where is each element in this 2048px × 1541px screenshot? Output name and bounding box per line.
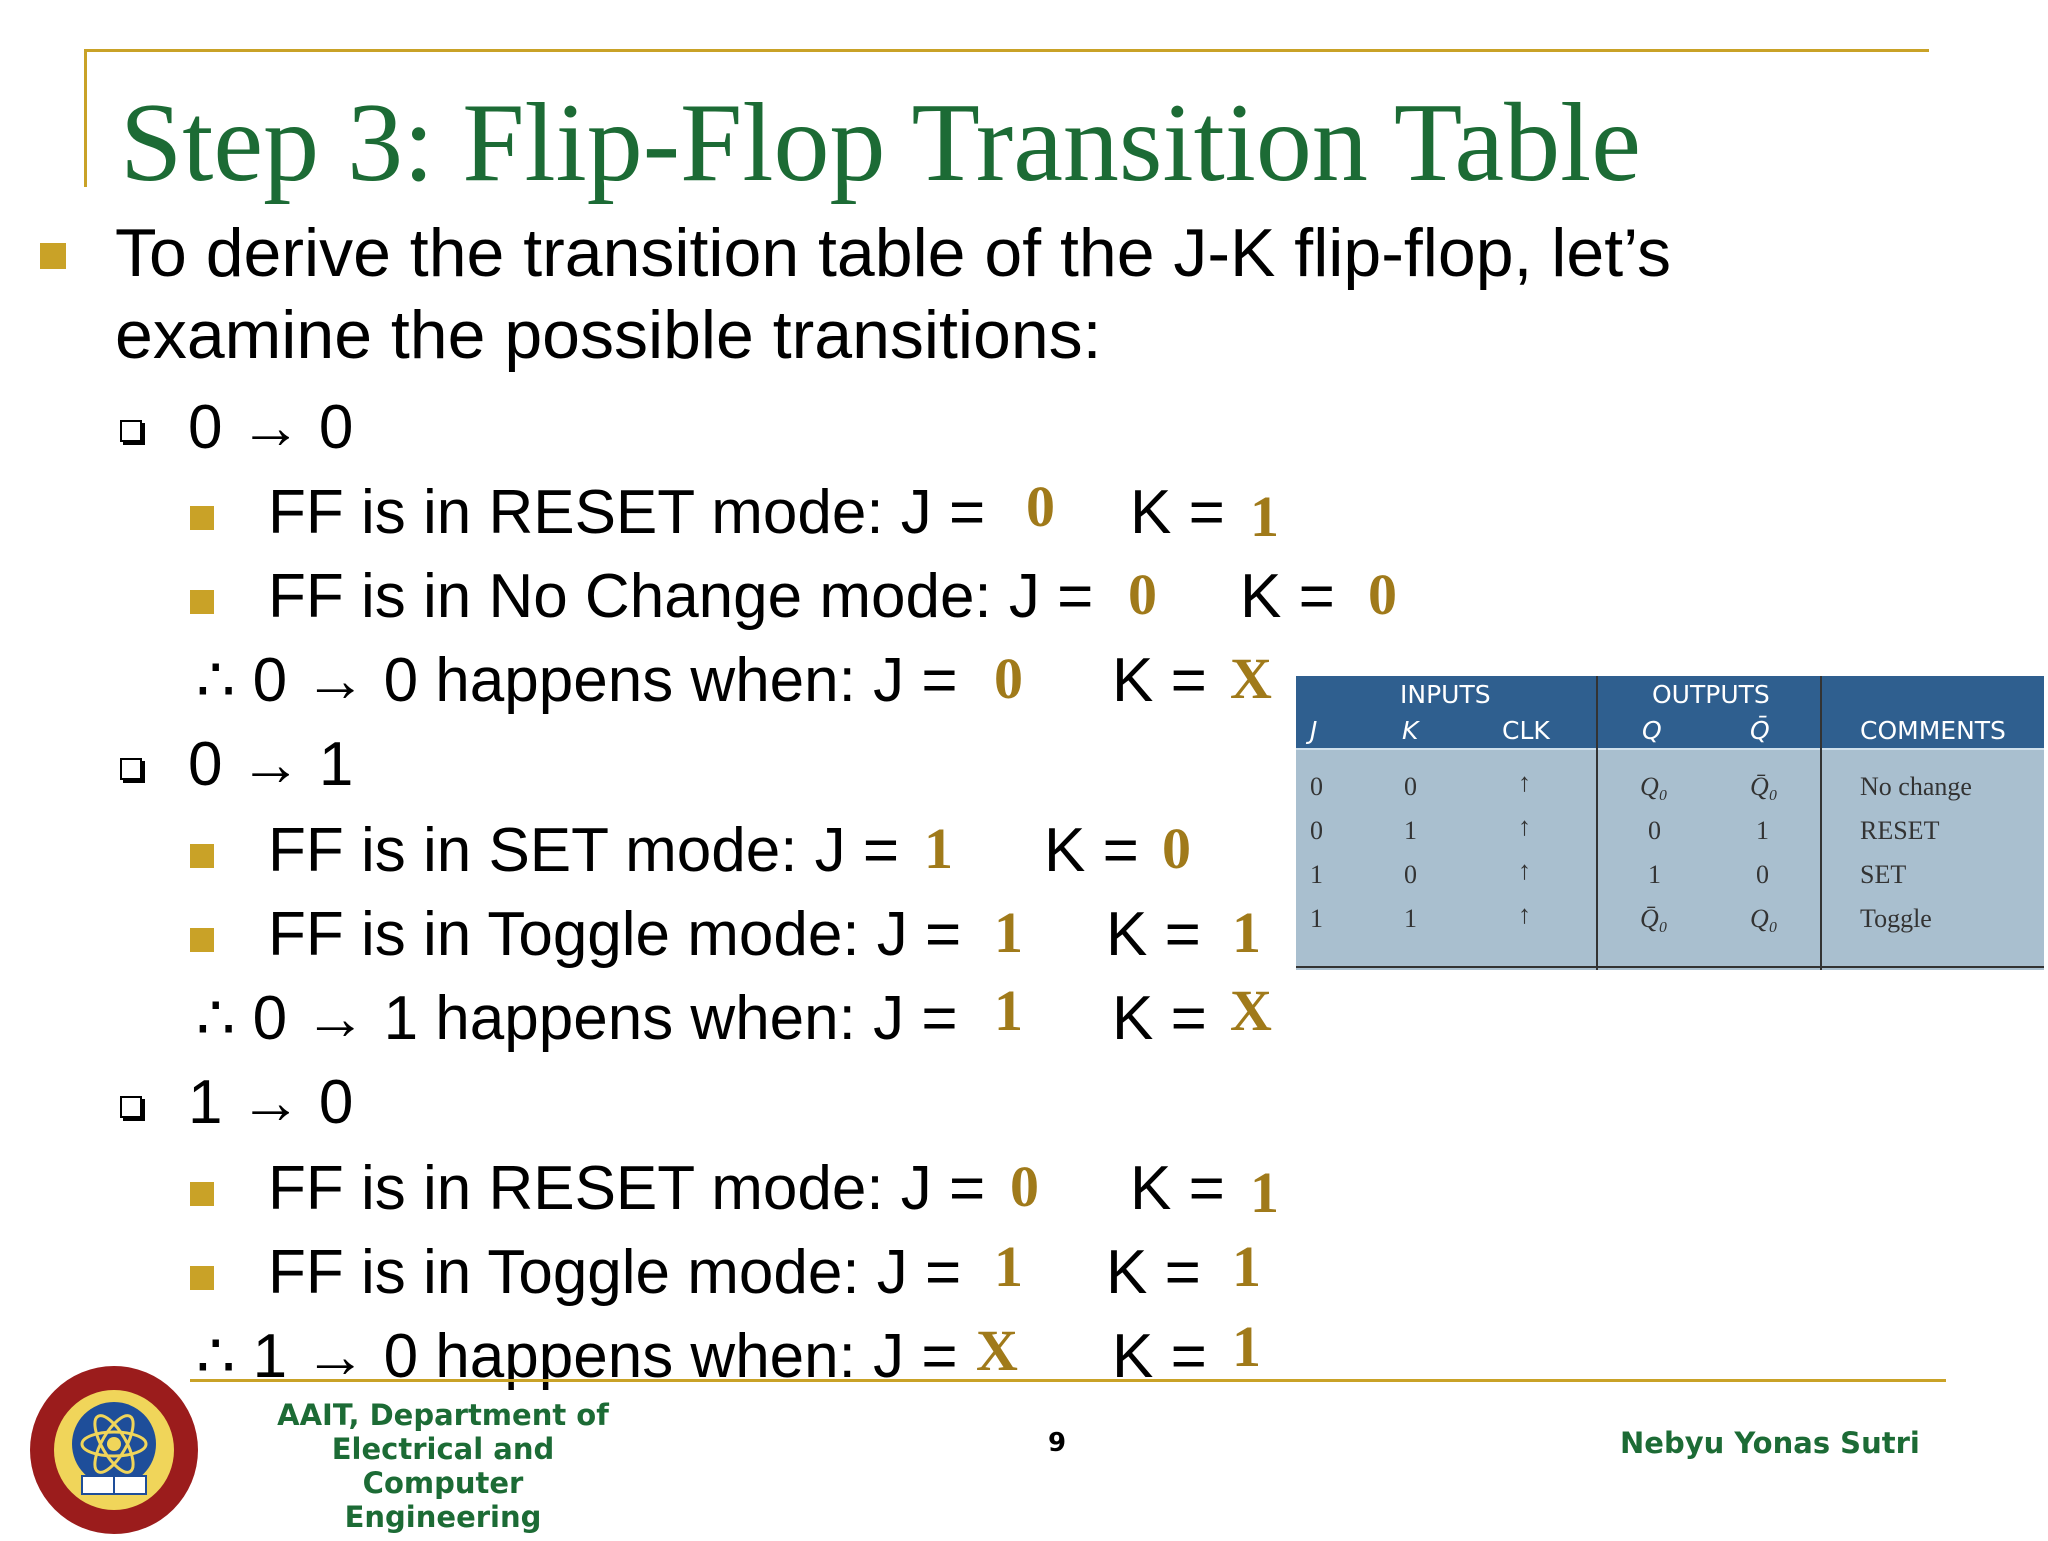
table-cell: Q̄₀ [1640,904,1668,933]
k-label: K = [1130,1154,1225,1223]
table-cell: No change [1860,772,1972,801]
footer-author: Nebyu Yonas Sutri [1620,1426,1920,1460]
j-value: 1 [994,900,1023,965]
bullet-icon [190,928,214,952]
table-cell: 1 [1648,860,1661,889]
k-label: K = [1106,900,1201,969]
university-seal-icon [24,1364,204,1536]
col-header: Q [1642,716,1662,745]
divider [1296,966,2044,968]
j-value: 1 [924,816,953,881]
table-cell: 0 [1310,816,1323,845]
hollow-square-bullet-icon [120,758,142,780]
j-value: 0 [1010,1154,1039,1219]
list-item: FF is in Toggle mode: J = [268,1238,962,1307]
group-inputs-label: INPUTS [1400,680,1491,709]
k-label: K = [1112,646,1207,715]
j-value: 0 [1026,474,1055,539]
table-cell: 1 [1310,904,1323,933]
conclusion: ∴ 0 → 1 happens when: J = [196,984,958,1053]
slide-title: Step 3: Flip-Flop Transition Table [120,81,1641,205]
table-cell: Toggle [1860,904,1932,933]
table-header: INPUTS OUTPUTS J K CLK Q Q̄ COMMENTS [1296,676,2044,750]
k-value: 0 [1162,816,1191,881]
table-cell: 0 [1648,816,1661,845]
table-cell: Q̄₀ [1750,772,1778,801]
k-label: K = [1112,1322,1207,1391]
table-cell: ↑ [1518,856,1531,885]
k-value: 1 [1232,1314,1261,1379]
table-cell: ↑ [1518,900,1531,929]
bullet-icon [40,243,66,269]
table-cell: 0 [1404,772,1417,801]
footer-department: AAIT, Department of Electrical and Compu… [277,1398,609,1534]
k-label: K = [1112,984,1207,1053]
col-header: Q̄ [1750,716,1770,745]
list-item: FF is in SET mode: J = [268,816,900,885]
k-value: 1 [1250,484,1279,549]
table-cell: 0 [1756,860,1769,889]
k-label: K = [1130,478,1225,547]
k-value: X [1230,646,1272,711]
group-outputs-label: OUTPUTS [1652,680,1770,709]
jk-truth-table-figure: INPUTS OUTPUTS J K CLK Q Q̄ COMMENTS 0 0… [1296,676,2044,970]
j-value: 1 [994,1234,1023,1299]
top-rule [84,49,1929,52]
bottom-rule [190,1379,1946,1382]
table-cell: ↑ [1518,812,1531,841]
list-item: FF is in RESET mode: J = [268,1154,986,1223]
j-value: 0 [994,646,1023,711]
list-item: FF is in Toggle mode: J = [268,900,962,969]
section-heading: 0 → 1 [188,730,354,799]
j-value: X [976,1318,1018,1383]
table-cell: 0 [1404,860,1417,889]
page-number: 9 [1048,1428,1067,1458]
table-cell: Q₀ [1640,772,1668,801]
col-header: J [1310,716,1318,745]
table-cell: 1 [1310,860,1323,889]
hollow-square-bullet-icon [120,420,142,442]
bullet-icon [190,844,214,868]
table-cell: Q₀ [1750,904,1778,933]
list-item: FF is in RESET mode: J = [268,478,986,547]
k-value: 1 [1250,1160,1279,1225]
j-value: 1 [994,978,1023,1043]
intro-text: To derive the transition table of the J-… [115,215,1671,373]
col-header: K [1402,716,1419,745]
bullet-icon [190,506,214,530]
table-cell: RESET [1860,816,1940,845]
section-heading: 1 → 0 [188,1068,354,1137]
k-label: K = [1240,562,1335,631]
section-heading: 0 → 0 [188,393,354,462]
table-cell: ↑ [1518,768,1531,797]
table-cell: 1 [1756,816,1769,845]
col-header: CLK [1502,716,1550,745]
k-label: K = [1106,1238,1201,1307]
table-cell: SET [1860,860,1907,889]
list-item: FF is in No Change mode: J = [268,562,1094,631]
k-label: K = [1044,816,1139,885]
table-cell: 0 [1310,772,1323,801]
bullet-icon [190,1266,214,1290]
k-value: X [1230,978,1272,1043]
divider [1820,676,1822,970]
conclusion: ∴ 0 → 0 happens when: J = [196,646,958,715]
k-value: 1 [1232,1234,1261,1299]
left-rule [84,49,87,187]
k-value: 1 [1232,900,1261,965]
col-header: COMMENTS [1860,716,2006,745]
table-cell: 1 [1404,904,1417,933]
table-cell: 1 [1404,816,1417,845]
bullet-icon [190,590,214,614]
j-value: 0 [1128,562,1157,627]
k-value: 0 [1368,562,1397,627]
conclusion: ∴ 1 → 0 happens when: J = [196,1322,958,1391]
divider [1596,676,1598,970]
hollow-square-bullet-icon [120,1096,142,1118]
bullet-icon [190,1182,214,1206]
